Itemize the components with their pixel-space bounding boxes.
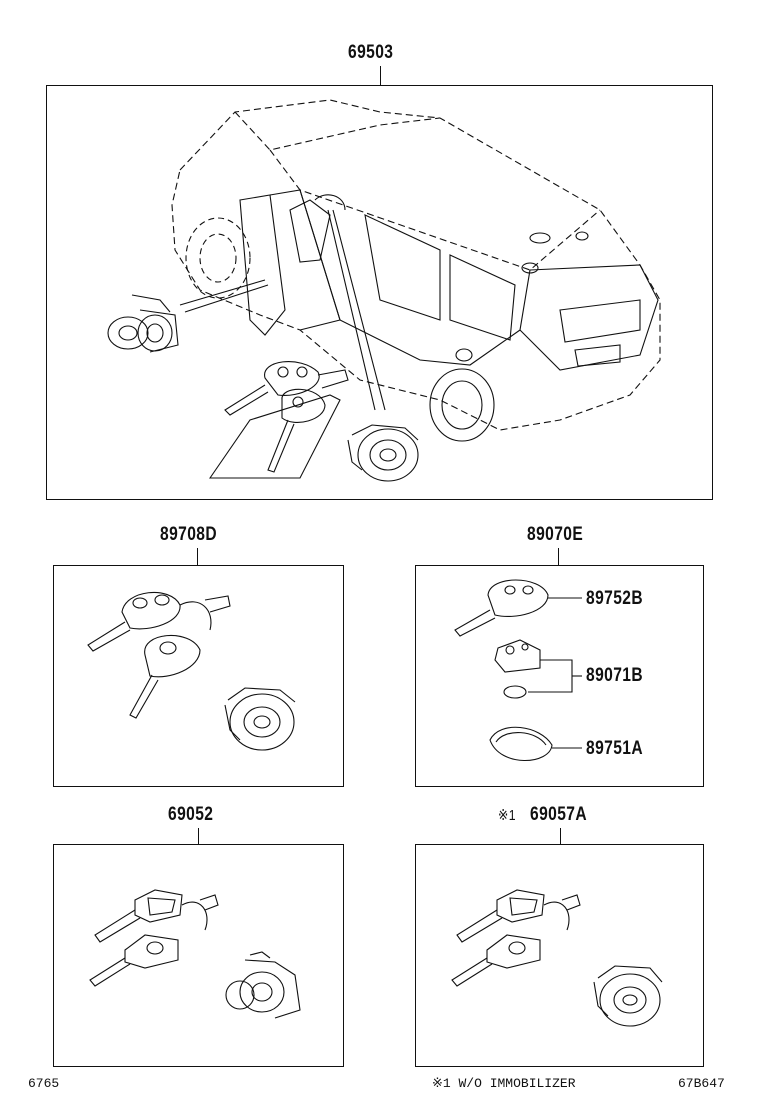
leader-line-89070E (558, 548, 560, 565)
part-label-89070E[interactable]: 89070E (527, 524, 584, 545)
part-label-89752B[interactable]: 89752B (586, 588, 644, 609)
leader-line-69052 (198, 828, 200, 844)
leader-line-69057A (560, 828, 562, 844)
part-label-69057A-mark: ※1 (498, 807, 516, 824)
part-label-89751A[interactable]: 89751A (586, 738, 644, 759)
kit-frame-69052 (53, 844, 344, 1067)
footer-note: ※1 W/O IMMOBILIZER (432, 1076, 576, 1091)
leader-line-89708D (197, 548, 199, 565)
part-label-89071B[interactable]: 89071B (586, 665, 644, 686)
part-label-69503[interactable]: 69503 (348, 42, 394, 63)
footer-left-code: 6765 (28, 1076, 60, 1091)
kit-frame-89070E (415, 565, 704, 787)
part-label-69052[interactable]: 69052 (168, 804, 214, 825)
part-label-89708D[interactable]: 89708D (160, 524, 218, 545)
part-label-69057A[interactable]: 69057A (530, 804, 588, 825)
leader-line-69503 (380, 66, 382, 86)
kit-frame-89708D (53, 565, 344, 787)
footer-right-code: 67B647 (678, 1076, 725, 1091)
kit-frame-69057A (415, 844, 704, 1067)
vehicle-frame (46, 85, 713, 500)
